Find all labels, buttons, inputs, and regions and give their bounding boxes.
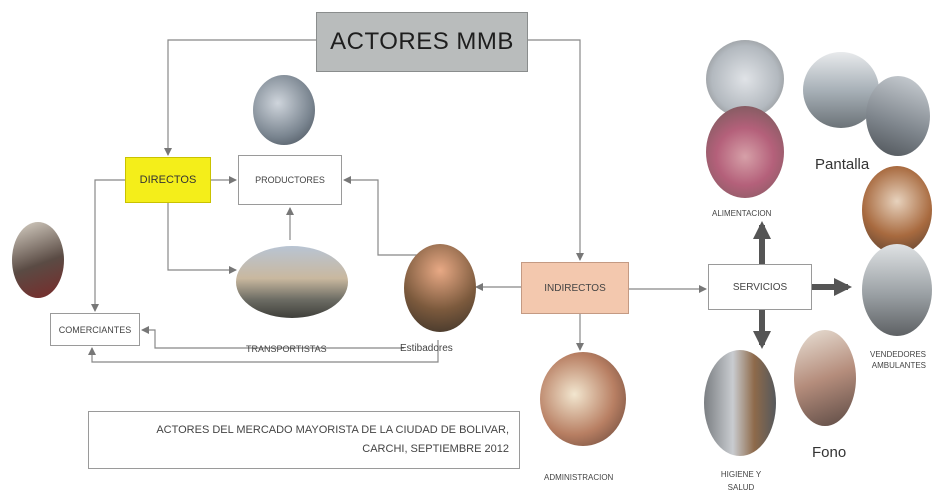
arrow-estibadores-to-comerciantes-lower — [88, 340, 439, 363]
arrow-estibadores-to-productores — [343, 176, 425, 256]
photo-vendedores-bottom — [862, 244, 932, 336]
label-administracion: ADMINISTRACION — [544, 473, 614, 482]
arrow-directos-to-comerciantes — [91, 179, 125, 312]
node-directos: DIRECTOS — [125, 157, 211, 203]
label-vendedores-line2: AMBULANTES — [871, 361, 927, 370]
diagram-title: ACTORES MMB — [316, 12, 528, 72]
photo-estibadores — [404, 244, 476, 332]
photo-productores — [253, 75, 315, 145]
label-higiene: HIGIENE Y SALUD — [716, 468, 766, 494]
arrow-title-to-directos — [164, 39, 316, 156]
caption-line1: ACTORES DEL MERCADO MAYORISTA DE LA CIUD… — [156, 424, 509, 436]
photo-fono — [794, 330, 856, 426]
photo-higiene — [704, 350, 776, 456]
node-servicios: SERVICIOS — [708, 264, 812, 310]
photo-alimentacion — [706, 106, 784, 198]
label-vendedores-line1: VENDEDORES — [870, 350, 927, 359]
label-fono: Fono — [812, 444, 847, 461]
photo-comerciantes — [12, 222, 64, 298]
photo-transportistas — [236, 246, 348, 318]
caption-line2: CARCHI, SEPTIEMBRE 2012 — [362, 443, 509, 455]
arrow-title-to-indirectos — [528, 39, 584, 261]
label-higiene-line2: SALUD — [727, 483, 755, 492]
photo-vendedores-top — [862, 166, 932, 254]
label-transportistas: TRANSPORTISTAS — [246, 344, 327, 354]
node-productores: PRODUCTORES — [238, 155, 342, 205]
arrow-estibadores-to-comerciantes-upper — [141, 326, 404, 349]
label-alimentacion: ALIMENTACION — [712, 209, 772, 218]
photo-alimentacion-top — [706, 40, 784, 118]
node-comerciantes: COMERCIANTES — [50, 313, 140, 346]
caption-box: ACTORES DEL MERCADO MAYORISTA DE LA CIUD… — [88, 411, 520, 469]
label-estibadores: Estibadores — [400, 343, 453, 354]
arrow-directos-to-transportistas — [167, 203, 237, 274]
label-higiene-line1: HIGIENE Y — [720, 470, 762, 479]
node-indirectos: INDIRECTOS — [521, 262, 629, 314]
label-pantalla: Pantalla — [815, 156, 870, 173]
label-vendedores: VENDEDORES AMBULANTES — [870, 349, 926, 371]
photo-administracion — [540, 352, 626, 446]
photo-pantalla-right — [866, 76, 930, 156]
